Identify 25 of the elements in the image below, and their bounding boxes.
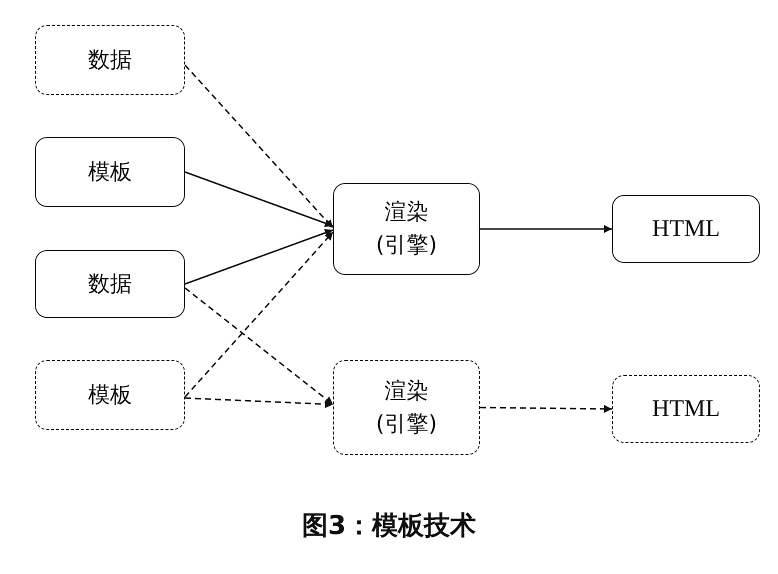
node-label: 模板 bbox=[87, 158, 133, 186]
arrow bbox=[184, 287, 334, 406]
arrow bbox=[184, 64, 334, 228]
node-label: 数据 bbox=[87, 270, 133, 298]
process-box bbox=[35, 25, 185, 95]
arrow bbox=[184, 228, 334, 285]
node-label: 渲染(引擎) bbox=[374, 378, 438, 438]
arrow bbox=[184, 171, 334, 228]
process-box bbox=[35, 137, 185, 207]
node-label: 渲染(引擎) bbox=[374, 199, 438, 260]
arrow bbox=[480, 225, 612, 233]
figure-caption: 图3：模板技术 bbox=[300, 510, 478, 543]
node-label: HTML bbox=[652, 395, 720, 424]
process-box bbox=[333, 183, 480, 275]
arrow bbox=[184, 232, 334, 398]
arrow bbox=[184, 397, 334, 408]
node-label: 数据 bbox=[87, 46, 133, 74]
process-box bbox=[333, 360, 480, 455]
process-box bbox=[612, 195, 760, 263]
process-box bbox=[35, 250, 185, 318]
process-box bbox=[35, 360, 185, 430]
node-label: 模板 bbox=[87, 382, 133, 410]
process-box bbox=[612, 375, 760, 443]
arrow bbox=[480, 404, 612, 413]
node-label: HTML bbox=[652, 215, 720, 244]
